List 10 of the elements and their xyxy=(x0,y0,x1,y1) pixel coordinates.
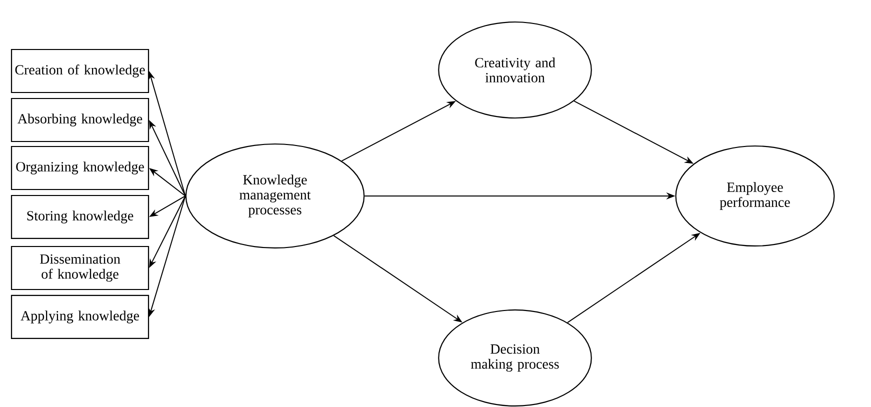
process-box: Organizing knowledge xyxy=(10,146,150,190)
process-box: Applying knowledge xyxy=(10,294,150,340)
ellipse-node: Creativity and innovation xyxy=(438,21,592,119)
process-box: Absorbing knowledge xyxy=(10,98,150,142)
ellipse-node: Decision making process xyxy=(438,309,592,407)
process-box: Storing knowledge xyxy=(10,194,150,240)
process-box: Dissemination of knowledge xyxy=(10,246,150,290)
process-box: Creation of knowledge xyxy=(10,48,150,94)
ellipse-node: Employee performance xyxy=(675,145,835,247)
ellipse-node: Knowledge management processes xyxy=(185,143,365,249)
